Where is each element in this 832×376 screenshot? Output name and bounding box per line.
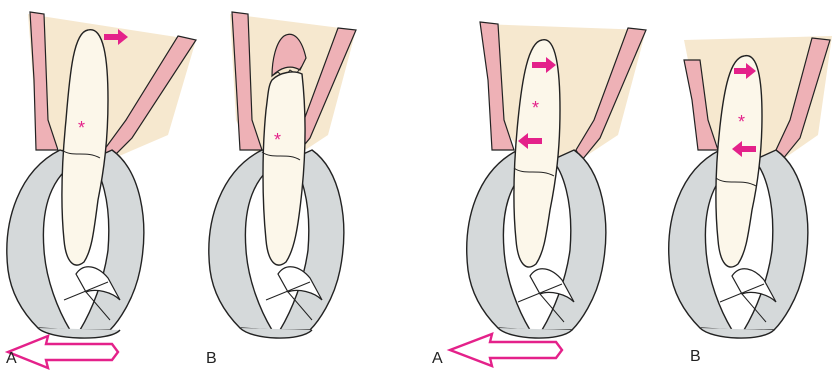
panel-label-1: A — [6, 350, 17, 368]
center-marker-1: * — [78, 118, 85, 138]
panel-2: * — [209, 12, 356, 338]
panel-3: * — [450, 22, 646, 366]
force-arrow — [8, 336, 118, 368]
panel-label-2: B — [206, 350, 217, 368]
panel-label-3: A — [432, 350, 443, 368]
force-arrow — [450, 334, 562, 366]
panel-4: * — [669, 36, 832, 338]
center-marker-2: * — [274, 130, 281, 150]
tooth — [263, 72, 305, 265]
center-marker-3: * — [532, 98, 539, 118]
center-marker-4: * — [738, 112, 745, 132]
panel-1: * — [7, 12, 196, 368]
panel-label-4: B — [690, 348, 701, 366]
